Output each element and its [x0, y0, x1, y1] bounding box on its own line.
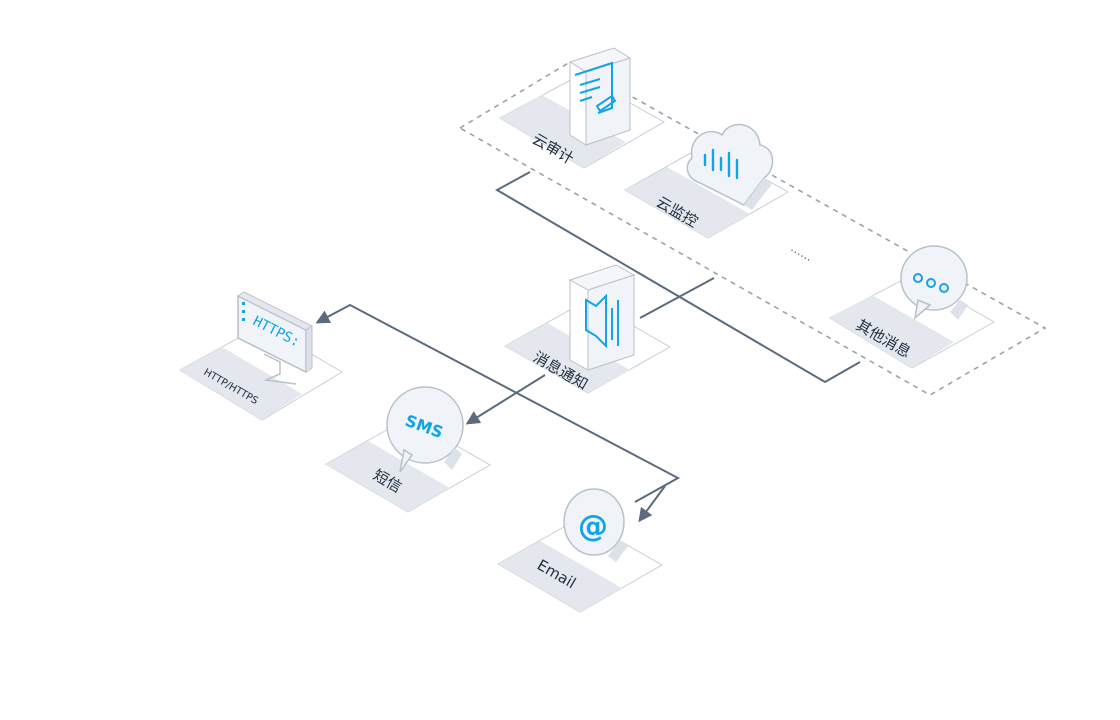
- message-notification-hub[interactable]: 消息通知: [503, 264, 672, 394]
- cloud-monitor-node[interactable]: 云监控: [623, 123, 790, 239]
- cloud-audit-node[interactable]: 云审计: [498, 47, 666, 169]
- source-group-boundary: [458, 61, 1047, 396]
- monitor-to-hub-line: [639, 277, 715, 319]
- http-target-node[interactable]: HTTPS: HTTP/HTTPS: [179, 291, 343, 421]
- chat-bubble-icon: [900, 245, 968, 320]
- at-sign-icon: @: [563, 488, 628, 562]
- email-arrow-head: [638, 485, 666, 523]
- audit-to-hub-line: [494, 171, 861, 384]
- connector-lines: [315, 171, 861, 523]
- hub-to-http-email-arrow: [315, 303, 681, 503]
- other-messages-node[interactable]: 其他消息: [828, 245, 996, 369]
- speaker-icon: [568, 264, 636, 371]
- sms-target-node[interactable]: SMS 短信: [324, 386, 492, 513]
- document-edit-icon: [568, 47, 632, 146]
- email-target-node[interactable]: @ Email: [496, 488, 664, 613]
- sms-bubble-icon: SMS: [386, 386, 464, 473]
- email-badge-text: @: [578, 509, 608, 544]
- monitor-icon: HTTPS:: [237, 291, 313, 385]
- cloud-chart-icon: [686, 123, 774, 210]
- hub-to-sms-arrow: [465, 374, 546, 425]
- more-sources-ellipsis: ......: [789, 240, 816, 264]
